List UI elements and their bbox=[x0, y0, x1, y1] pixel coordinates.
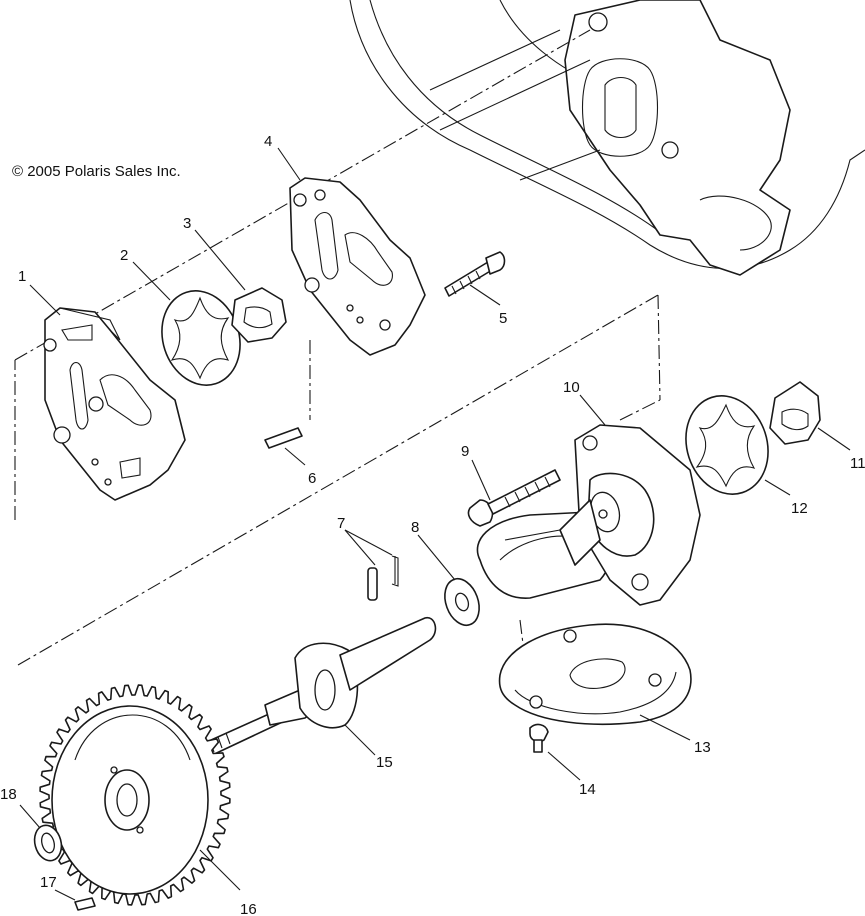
callout-8: 8 bbox=[411, 519, 419, 536]
callout-9: 9 bbox=[461, 443, 469, 460]
callout-6: 6 bbox=[308, 470, 316, 487]
part-15-drive-shaft bbox=[199, 616, 437, 759]
engine-case bbox=[349, 0, 865, 276]
callout-13: 13 bbox=[694, 739, 711, 756]
callout-17: 17 bbox=[40, 874, 57, 891]
callout-numbers: 1 2 3 4 5 6 7 8 9 10 11 12 13 14 15 16 1… bbox=[0, 133, 865, 916]
part-1-pump-body bbox=[43, 307, 186, 501]
part-5-screw bbox=[444, 251, 506, 297]
part-7-pins bbox=[367, 555, 399, 601]
callout-1: 1 bbox=[18, 268, 26, 285]
part-3-inner-rotor bbox=[231, 287, 287, 343]
part-12-outer-rotor bbox=[685, 395, 769, 495]
part-10-pump-housing bbox=[476, 424, 701, 606]
part-17-key bbox=[74, 897, 96, 911]
callout-15: 15 bbox=[376, 754, 393, 771]
callout-5: 5 bbox=[499, 310, 507, 327]
callout-4: 4 bbox=[264, 133, 272, 150]
callout-3: 3 bbox=[183, 215, 191, 232]
callout-12: 12 bbox=[791, 500, 808, 517]
part-9-bolt bbox=[467, 469, 561, 527]
copyright-text: © 2005 Polaris Sales Inc. bbox=[12, 163, 181, 180]
callout-18: 18 bbox=[0, 786, 17, 803]
callout-11: 11 bbox=[850, 455, 865, 472]
part-16-gear bbox=[39, 684, 231, 906]
callout-16: 16 bbox=[240, 901, 257, 916]
callout-10: 10 bbox=[563, 379, 580, 396]
part-14-screw bbox=[529, 723, 549, 753]
part-2-outer-rotor bbox=[161, 290, 241, 386]
callout-7: 7 bbox=[337, 515, 345, 532]
leader-lines bbox=[19, 147, 851, 901]
callout-14: 14 bbox=[579, 781, 596, 798]
part-11-inner-rotor bbox=[769, 381, 821, 445]
part-6-pin bbox=[264, 427, 303, 449]
part-4-cover-plate bbox=[289, 177, 426, 356]
part-13-gasket bbox=[498, 623, 692, 726]
part-18-washer bbox=[33, 824, 63, 862]
callout-2: 2 bbox=[120, 247, 128, 264]
part-8-washer bbox=[444, 577, 480, 627]
